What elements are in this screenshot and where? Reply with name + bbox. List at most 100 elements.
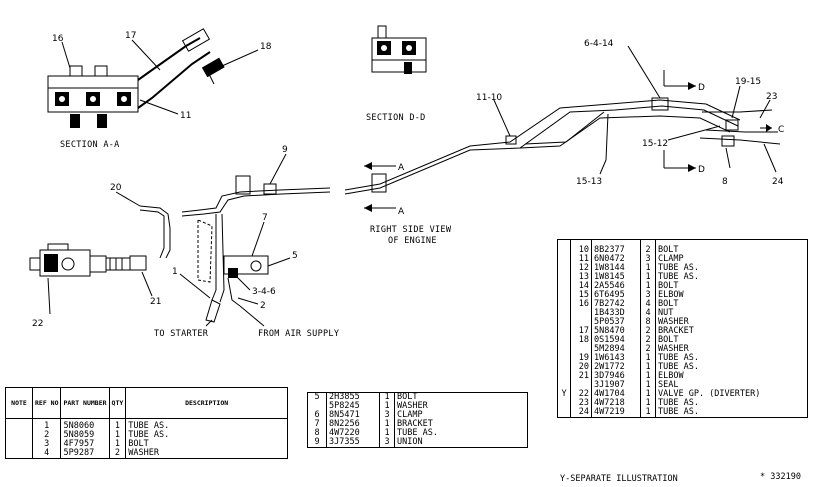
label-9: 9 [282, 145, 288, 155]
cell-note [5, 449, 33, 459]
section-dd-clamp [371, 59, 427, 73]
cell-desc: SEAL [655, 381, 808, 390]
cell-desc: ELBOW [655, 291, 808, 300]
cell-desc: TUBE AS. [655, 354, 808, 363]
label-11-section-a: 11 [180, 111, 191, 121]
bracket-arm-lower [137, 51, 211, 109]
label-a-upper: A [398, 163, 405, 173]
label-a-lower: A [398, 207, 405, 217]
arrow-a2-head [364, 204, 372, 212]
cell-num: 4F7957 [60, 440, 110, 449]
stud-bottom-1 [70, 114, 80, 128]
leader-20 [115, 191, 141, 207]
cell-ref: 4 [31, 449, 62, 459]
label-16: 16 [52, 34, 64, 44]
cell-ref: 24 [570, 408, 592, 418]
arrow-a1-head [364, 162, 372, 170]
cell-desc: TUBE AS. [655, 399, 808, 408]
arrow-d1-head [688, 82, 696, 90]
cell-note [557, 300, 571, 309]
cell-note [557, 246, 571, 255]
cell-desc: WASHER [655, 345, 808, 354]
label-c: C [778, 125, 784, 135]
cell-note [557, 309, 571, 318]
bolt-hole-a3 [121, 96, 127, 102]
bolt-3-4-6 [228, 268, 238, 278]
tube-line-upper-2 [344, 105, 739, 195]
header-ref: REF NO [31, 387, 62, 419]
tube-line-upper-1 [344, 99, 741, 191]
header-qty: QTY [108, 387, 127, 419]
leader-11a [139, 99, 179, 115]
leader-24 [763, 143, 777, 173]
right-side-view-caption-2: OF ENGINE [388, 236, 437, 246]
cell-ref: 9 [307, 438, 327, 448]
cell-desc: BOLT [655, 246, 808, 255]
tube-right-24 [699, 137, 781, 145]
label-d-lower: D [698, 165, 705, 175]
bracket-7-bolt [250, 260, 262, 272]
tube-routing [29, 97, 781, 323]
cell-ref: 2 [31, 431, 62, 440]
stud-top-1 [69, 65, 83, 77]
tube-main-left-2 [181, 191, 331, 217]
cell-note [557, 345, 571, 354]
leader-18 [221, 49, 259, 67]
label-20: 20 [110, 183, 122, 193]
valve-top [47, 243, 69, 251]
cell-desc: CLAMP [655, 255, 808, 264]
valve-end-cap [44, 254, 58, 272]
table-spacer-row [557, 239, 808, 246]
cell-note [557, 372, 571, 381]
leader-1 [179, 273, 211, 299]
cell-ref: 1 [31, 418, 62, 431]
clamp-main-left [235, 175, 251, 195]
leader-16 [61, 41, 71, 69]
cell-note [5, 418, 33, 431]
cell-ref [570, 309, 592, 318]
cell-desc: NUT [655, 309, 808, 318]
parts-table-a-header: NOTE REF NO PART NUMBER QTY DESCRIPTION [5, 387, 288, 419]
from-air-supply-caption: FROM AIR SUPPLY [258, 329, 339, 339]
cell-note [557, 336, 571, 345]
leader-8 [725, 147, 731, 169]
bolt-hole-a2 [90, 96, 96, 102]
cell-desc: TUBE AS. [655, 264, 808, 273]
cell-desc: TUBE AS. [125, 431, 288, 440]
cell-qty: 3 [379, 438, 395, 448]
label-5: 5 [292, 251, 298, 261]
cell-num: 5N8059 [60, 431, 110, 440]
cell-note [557, 363, 571, 372]
cell-desc: BOLT [655, 336, 808, 345]
label-23: 23 [766, 92, 777, 102]
to-starter-caption: TO STARTER [154, 329, 209, 339]
cell-note [557, 318, 571, 327]
cell-desc: WASHER [655, 318, 808, 327]
cell-ref: 5 [307, 392, 327, 402]
cell-note [557, 291, 571, 300]
drawing-number: * 332190 [760, 472, 801, 482]
cell-desc: BOLT [655, 300, 808, 309]
cell-note [557, 282, 571, 291]
cell-desc: BOLT [394, 392, 528, 402]
label-18: 18 [260, 42, 272, 52]
stud-top-2 [94, 65, 108, 77]
cell-note [557, 354, 571, 363]
section-arrows [364, 70, 772, 212]
